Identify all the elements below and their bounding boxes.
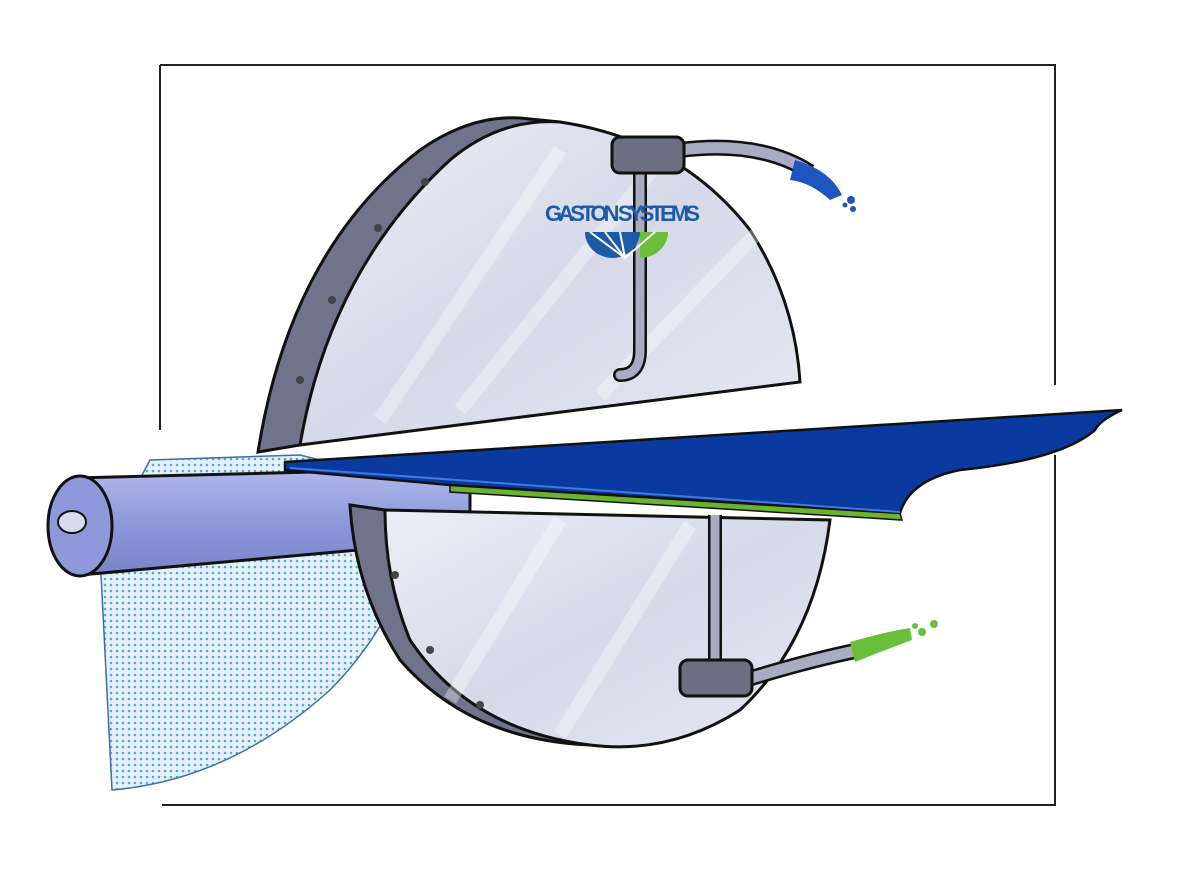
svg-text:GASTON SYSTEMS: GASTON SYSTEMS: [545, 201, 700, 226]
blue-spray: [790, 160, 856, 212]
green-spray: [850, 620, 938, 662]
gaston-systems-logo: GASTON SYSTEMS: [545, 201, 700, 259]
frame: [159, 64, 1056, 806]
lower-applicator: [678, 515, 938, 698]
upper-coating-disc: [256, 116, 802, 454]
lower-coating-disc: [348, 503, 832, 749]
roller-axle: [57, 510, 87, 534]
coated-sheet: [283, 408, 1123, 521]
upper-applicator: [610, 135, 856, 382]
